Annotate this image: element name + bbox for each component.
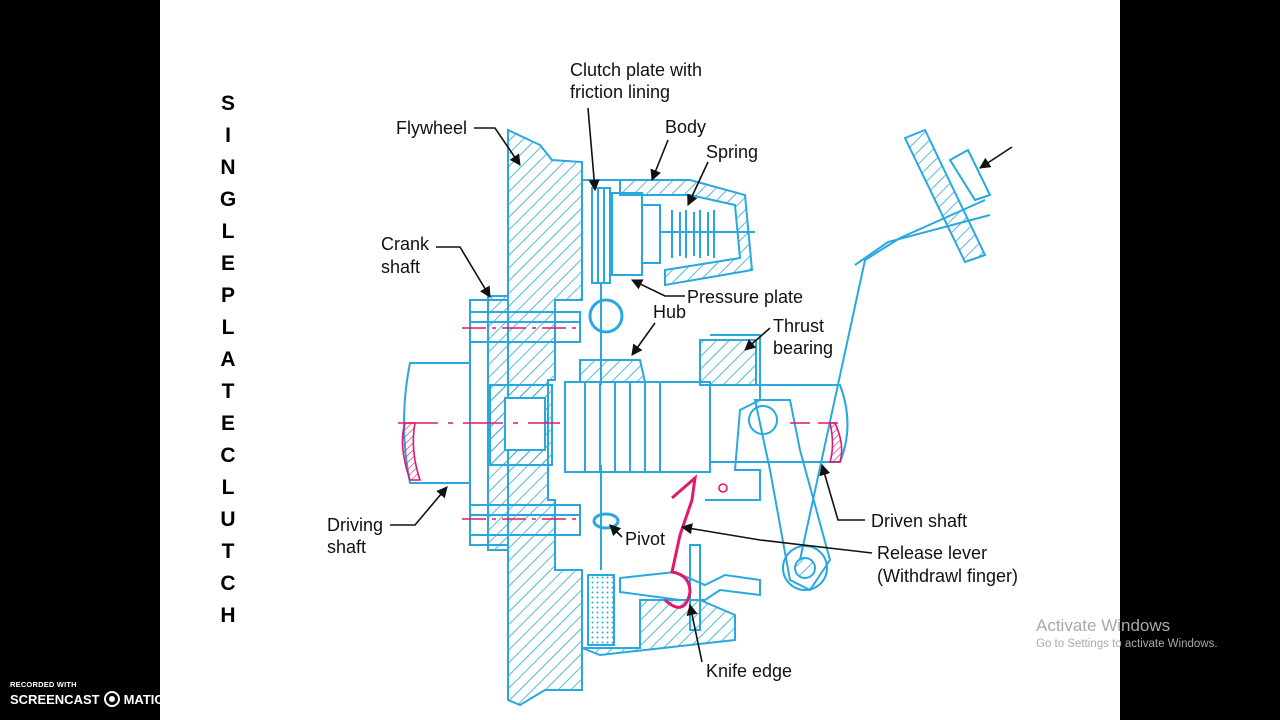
screencast-logo: RECORDED WITH SCREENCAST MATIC [10,680,164,707]
label-clutch-plate-line1: Clutch plate with [570,60,703,80]
record-icon [103,691,120,707]
leader-knife [686,603,703,663]
leader-spring [687,161,709,207]
label-thrust-line1: Thrust [773,316,825,336]
leader-thrust [744,327,771,351]
label-thrust-line2: bearing [773,338,834,358]
title-letter: N [220,156,236,179]
leader-pivot [609,524,623,538]
title-letter: C [220,572,236,595]
label-hub: Hub [653,302,687,322]
label-flywheel: Flywheel [396,118,468,138]
title-letter: C [220,444,236,467]
title-letter: L [221,220,235,243]
recorder-brand-right: MATIC [123,691,164,707]
pressure-plate [611,192,643,276]
label-release-line1: Release lever [877,543,988,563]
watermark-title: Activate Windows [1036,616,1171,635]
title-letter: G [219,188,237,211]
leader-crank [436,246,491,298]
recorder-caption: RECORDED WITH [10,680,77,689]
label-driving-line2: shaft [327,537,367,557]
leader-driven [819,463,865,521]
title-letter: L [221,476,235,499]
label-clutch-plate-line2: friction lining [570,82,671,102]
windows-activation-watermark: Activate Windows Go to Settings to activ… [1036,616,1218,652]
label-pivot: Pivot [625,529,666,549]
label-driving-line1: Driving [327,515,384,535]
leader-pressure [630,279,685,297]
title-letter: T [221,540,235,563]
knife-edge [619,570,761,601]
title-letter: E [220,412,235,435]
title-letter: T [221,380,235,403]
title-letter: I [225,124,231,147]
leader-driving [390,486,448,526]
leader-clutch-plate [587,107,600,192]
hub-ring [588,298,624,334]
spring [660,210,755,258]
label-body: Body [665,117,707,137]
title-letter: U [220,508,236,531]
bolt-lower [469,504,581,536]
title-letter: L [221,316,235,339]
label-knife-edge: Knife edge [706,661,793,681]
bolt-upper [469,311,581,343]
splined-hub [579,359,647,383]
title-letter: H [220,604,236,627]
label-driven-shaft: Driven shaft [871,511,968,531]
clutch-body [582,179,754,287]
label-spring: Spring [706,142,759,162]
release-lever [663,474,698,609]
leader-release [680,523,873,554]
title-letter: E [220,252,235,275]
label-crank-line1: Crank [381,234,430,254]
leader-body [650,139,669,182]
clutch-pedal [753,199,986,592]
watermark-subtitle: Go to Settings to activate Windows. [1036,638,1218,650]
leader-hub [631,322,656,356]
clutch-plate [591,187,611,284]
label-release-line2: (Withdrawl finger) [877,566,1019,586]
leader-flywheel [474,127,521,166]
title-letter: S [220,92,235,115]
leader-pedal-force [979,146,1013,169]
title-letter: P [220,284,235,307]
recorder-brand-left: SCREENCAST [10,691,100,707]
title-letter: A [220,348,236,371]
label-pressure-plate: Pressure plate [687,287,804,307]
label-crank-line2: shaft [381,257,421,277]
pivot-marker [592,512,620,530]
